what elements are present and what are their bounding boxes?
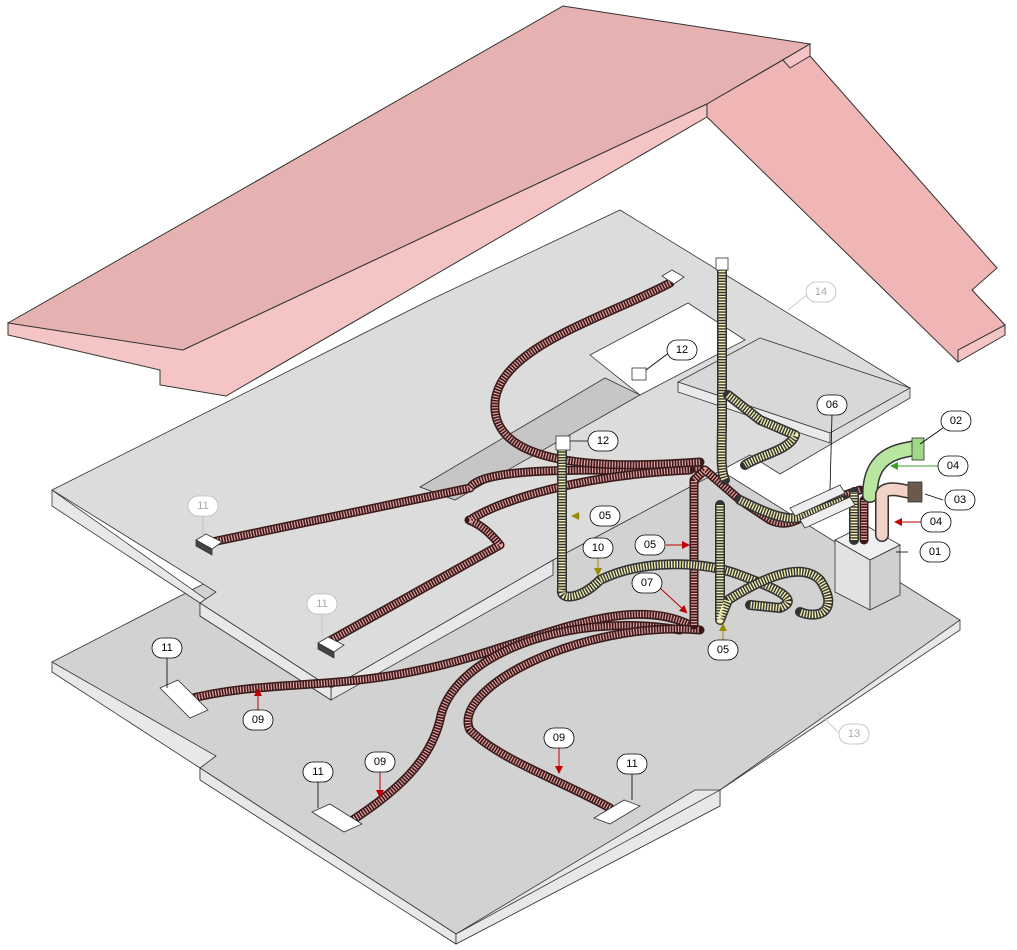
callout-11-upper-middle-label: 11 bbox=[316, 598, 327, 610]
callout-14-label: 14 bbox=[815, 286, 827, 298]
callout-10-label: 10 bbox=[592, 542, 604, 554]
callout-05-supply: 05 bbox=[589, 505, 621, 527]
callout-11-upper-left-label: 11 bbox=[197, 500, 208, 512]
callout-01: 01 bbox=[919, 541, 951, 563]
callout-09-middle-label: 09 bbox=[374, 756, 386, 768]
callout-06: 06 bbox=[816, 394, 848, 416]
callout-05-extract-label: 05 bbox=[644, 539, 656, 551]
callout-09-right-label: 09 bbox=[553, 732, 565, 744]
callout-bubbles: 01 02 03 04 04 05 05 05 bbox=[151, 281, 976, 783]
supply-ducts bbox=[557, 263, 859, 625]
callout-10: 10 bbox=[582, 537, 614, 559]
roof bbox=[6, 5, 1006, 397]
callout-05-extract: 05 bbox=[634, 534, 666, 556]
callout-04-exhaust-label: 04 bbox=[930, 516, 942, 528]
callout-09-right: 09 bbox=[543, 727, 575, 749]
callout-11-lower-left: 11 bbox=[151, 637, 183, 659]
callout-09-left: 09 bbox=[242, 709, 274, 731]
outdoor-ducts bbox=[862, 437, 925, 542]
callout-12-top: 12 bbox=[666, 339, 698, 361]
callout-02-label: 02 bbox=[950, 415, 962, 427]
callout-05-lower-label: 05 bbox=[717, 644, 729, 656]
callout-07: 07 bbox=[631, 572, 663, 594]
callout-06-label: 06 bbox=[826, 399, 838, 411]
callout-07-label: 07 bbox=[641, 577, 653, 589]
callout-04-fresh-label: 04 bbox=[947, 460, 959, 472]
callout-03: 03 bbox=[944, 489, 976, 511]
callout-02: 02 bbox=[940, 410, 972, 432]
callout-11-lower-middle: 11 bbox=[302, 761, 334, 783]
callout-09-middle: 09 bbox=[364, 751, 396, 773]
callout-12-top-label: 12 bbox=[676, 344, 688, 356]
callout-14: 14 bbox=[805, 281, 837, 303]
callout-04-fresh: 04 bbox=[937, 455, 969, 477]
callout-09-left-label: 09 bbox=[252, 714, 264, 726]
callout-11-lower-right: 11 bbox=[616, 753, 648, 775]
callout-11-lower-middle-label: 11 bbox=[312, 766, 323, 778]
callout-12-middle-label: 12 bbox=[597, 435, 609, 447]
callout-05-lower: 05 bbox=[707, 639, 739, 661]
callout-04-exhaust: 04 bbox=[920, 511, 952, 533]
callout-11-upper-middle: 11 bbox=[306, 593, 338, 615]
callout-12-middle: 12 bbox=[587, 430, 619, 452]
callout-11-lower-right-label: 11 bbox=[626, 758, 637, 770]
callout-13: 13 bbox=[838, 723, 870, 745]
terminals bbox=[159, 257, 729, 833]
callout-05-supply-label: 05 bbox=[599, 510, 611, 522]
callout-13-label: 13 bbox=[848, 728, 860, 740]
duct-06 bbox=[789, 484, 856, 529]
callout-11-lower-left-label: 11 bbox=[161, 642, 172, 654]
callout-01-label: 01 bbox=[929, 546, 941, 558]
callout-11-upper-left: 11 bbox=[187, 495, 219, 517]
callout-03-label: 03 bbox=[954, 494, 966, 506]
callout-leaders bbox=[166, 293, 944, 808]
